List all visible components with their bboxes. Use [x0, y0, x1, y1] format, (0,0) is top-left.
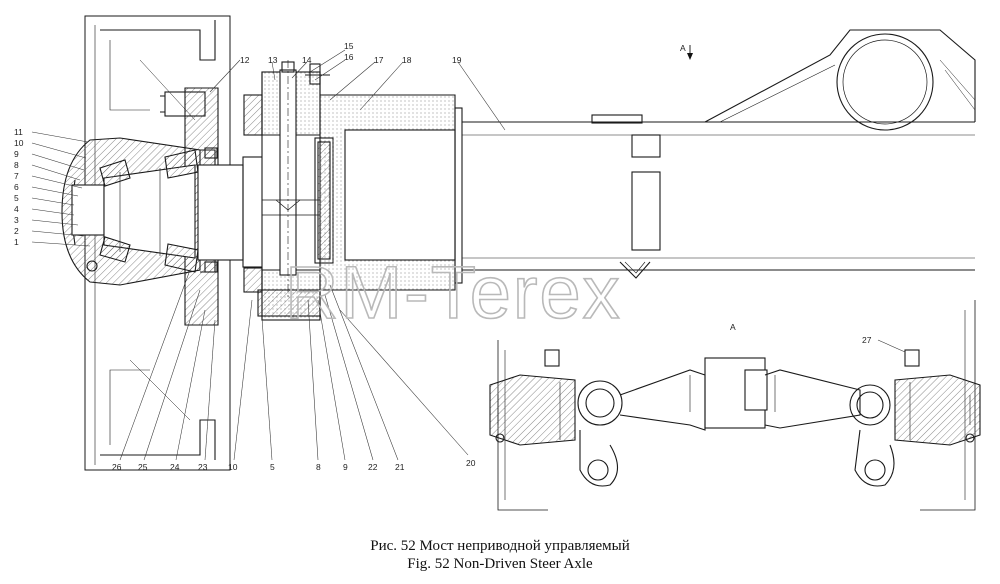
kingpin-assembly: [243, 60, 334, 321]
callout-1: 1: [14, 237, 19, 247]
callout-20: 20: [466, 458, 476, 468]
callout-6: 6: [14, 182, 19, 192]
callout-18: 18: [402, 55, 412, 65]
callout-15: 15: [344, 41, 354, 51]
caption-english: Fig. 52 Non-Driven Steer Axle: [407, 556, 593, 572]
callout-2: 2: [14, 226, 19, 236]
callout-5: 5: [14, 193, 19, 203]
detail-view-a: [489, 300, 981, 511]
caption-russian: Рис. 52 Мост неприводной управляемый: [370, 538, 630, 554]
callout-17: 17: [374, 55, 384, 65]
callout-9-bottom: 9: [343, 462, 348, 472]
callout-14: 14: [302, 55, 312, 65]
callout-5-bottom: 5: [270, 462, 275, 472]
axle-beam: [462, 114, 975, 279]
detail-view-label: A: [730, 322, 736, 332]
callout-19: 19: [452, 55, 462, 65]
callout-8-bottom: 8: [316, 462, 321, 472]
callout-12: 12: [240, 55, 250, 65]
section-arrow: A: [680, 43, 693, 60]
callout-27: 27: [862, 335, 872, 345]
axle-beam-end: [320, 94, 463, 291]
callout-10-bottom: 10: [228, 462, 238, 472]
suspension-mount: [704, 29, 976, 131]
callout-22: 22: [368, 462, 378, 472]
callout-11: 11: [14, 127, 23, 137]
callout-16: 16: [344, 52, 354, 62]
callout-26: 26: [112, 462, 122, 472]
callout-3: 3: [14, 215, 19, 225]
wheel-hub: [61, 137, 201, 286]
section-arrow-label: A: [680, 43, 686, 53]
callout-23: 23: [198, 462, 208, 472]
callout-4: 4: [14, 204, 19, 214]
callout-10: 10: [14, 138, 24, 148]
callout-21: 21: [395, 462, 405, 472]
callout-7: 7: [14, 171, 19, 181]
callout-25: 25: [138, 462, 148, 472]
wheel-rim: [84, 15, 231, 471]
leader-lines: [31, 49, 906, 461]
callout-24: 24: [170, 462, 180, 472]
callouts-top: 12 13 14 15 16 17 18 19: [240, 41, 462, 65]
watermark: RM-Terex: [285, 251, 622, 334]
callout-9: 9: [14, 149, 19, 159]
callouts-left: 11 10 9 8 7 6 5 4 3 2 1: [14, 127, 24, 247]
callouts-bottom: 26 25 24 23 10 5 8 9 22 21 20 27: [112, 335, 872, 472]
callout-8: 8: [14, 160, 19, 170]
knuckle-spindle: [197, 147, 264, 273]
callout-13: 13: [268, 55, 278, 65]
